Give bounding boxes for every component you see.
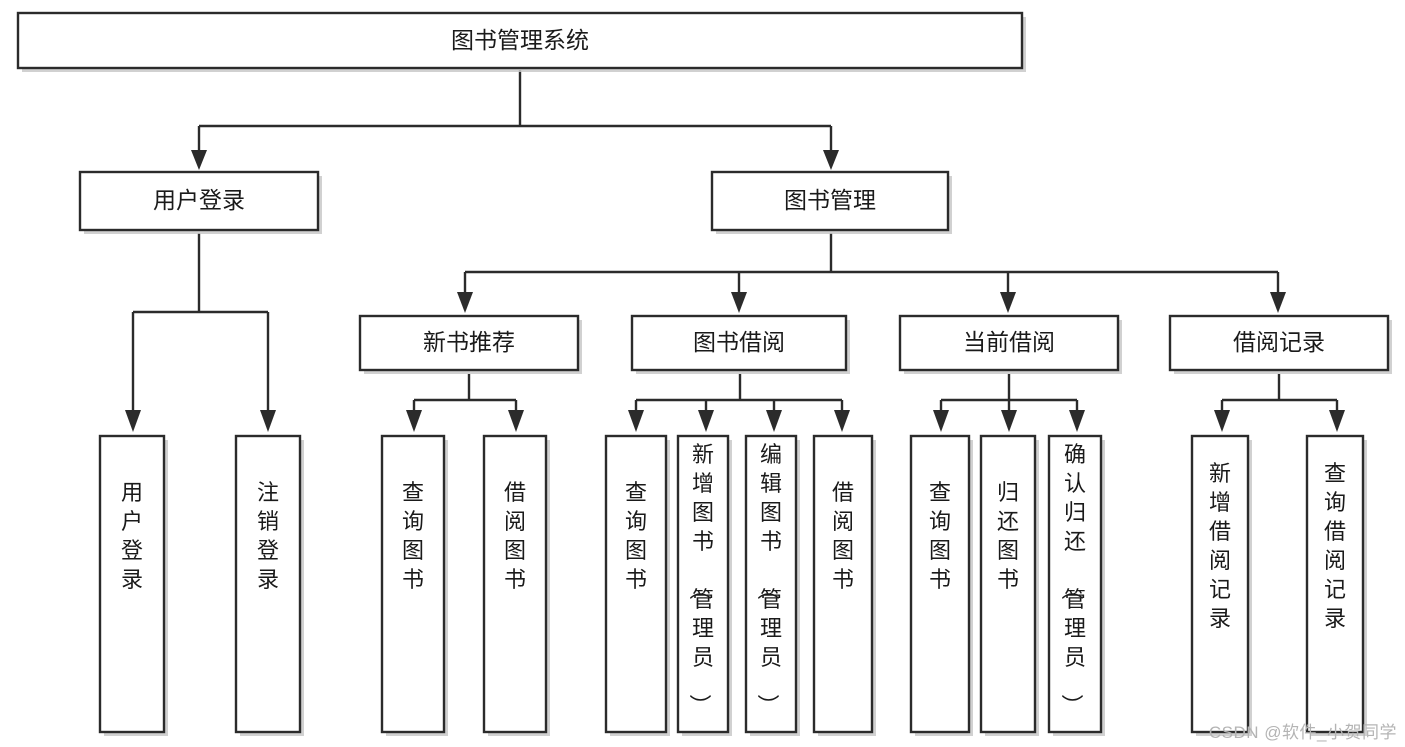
arrow-head-leaf-newbook-2: [508, 410, 524, 432]
arrow-head-currentborrow: [1000, 292, 1016, 313]
leaf-current-borrow-1-label: 查询图书: [929, 480, 951, 592]
leaf-user-login-2[interactable]: 注销登录: [234, 434, 304, 736]
arrow-head-leaf-currentborrow-1: [933, 410, 949, 432]
arrow-head-borrowrecord: [1270, 292, 1286, 313]
leaf-borrow-record-1-box[interactable]: [1190, 434, 1250, 734]
leaf-book-borrow-4[interactable]: 借阅图书: [812, 434, 876, 736]
leaf-book-borrow-2[interactable]: 新增图书（管理员）: [676, 434, 732, 736]
leaf-book-borrow-1[interactable]: 查询图书: [604, 434, 670, 736]
arrow-head-leaf-currentborrow-2: [1001, 410, 1017, 432]
node-borrow-record-box[interactable]: [1168, 314, 1390, 372]
connector-group-borrowrecord: [1214, 374, 1345, 432]
leaf-user-login-1-box[interactable]: [98, 434, 166, 734]
leaf-user-login-1[interactable]: 用户登录: [98, 434, 168, 736]
leaf-user-login-1-label: 用户登录: [121, 480, 143, 592]
node-current-borrow-label: 当前借阅: [963, 329, 1055, 355]
leaf-new-book-2-box[interactable]: [482, 434, 548, 734]
node-book-borrow[interactable]: 图书借阅: [630, 314, 850, 374]
leaf-book-borrow-4-label: 借阅图书: [832, 480, 854, 592]
leaf-book-borrow-2-label: 新增图书（管理员）: [687, 442, 714, 716]
leaf-book-borrow-1-box[interactable]: [604, 434, 668, 734]
leaf-borrow-record-1-label: 新增借阅记录: [1209, 461, 1231, 631]
node-book-management[interactable]: 图书管理: [710, 170, 952, 234]
arrow-head-leaf-bookborrow-2: [698, 410, 714, 432]
leaf-new-book-1-label: 查询图书: [402, 480, 424, 592]
node-borrow-record[interactable]: 借阅记录: [1168, 314, 1392, 374]
leaf-borrow-record-2-label: 查询借阅记录: [1324, 461, 1346, 631]
leaf-new-book-1-box[interactable]: [380, 434, 446, 734]
node-root[interactable]: 图书管理系统: [16, 11, 1026, 72]
arrow-head-leaf-bookborrow-1: [628, 410, 644, 432]
arrow-head-leaf-newbook-1: [406, 410, 422, 432]
leaf-current-borrow-1[interactable]: 查询图书: [909, 434, 973, 736]
leaf-new-book-2-label: 借阅图书: [504, 480, 526, 592]
leaf-borrow-record-2[interactable]: 查询借阅记录: [1305, 434, 1367, 736]
node-current-borrow-box[interactable]: [898, 314, 1120, 372]
leaf-user-login-2-box[interactable]: [234, 434, 302, 734]
leaf-current-borrow-3-label: 确认归还（管理员）: [1059, 442, 1086, 716]
arrow-head-userlogin: [191, 150, 207, 170]
connector-group-currentborrow: [933, 374, 1085, 432]
leaf-current-borrow-2-label: 归还图书: [997, 480, 1019, 592]
arrow-head-leaf-bookborrow-3: [766, 410, 782, 432]
node-root-box[interactable]: [16, 11, 1024, 70]
node-book-borrow-label: 图书借阅: [693, 329, 785, 355]
leaf-user-login-2-label: 注销登录: [257, 480, 279, 592]
node-borrow-record-label: 借阅记录: [1233, 329, 1325, 355]
arrow-head-bookborrow: [731, 292, 747, 313]
arrow-head-leaf-user-login-2: [260, 410, 276, 432]
arrow-head-leaf-bookborrow-4: [834, 410, 850, 432]
node-user-login-box[interactable]: [78, 170, 320, 232]
leaf-book-borrow-3-label: 编辑图书（管理员）: [755, 442, 782, 716]
leaf-current-borrow-2-box[interactable]: [979, 434, 1037, 734]
node-new-book-recommend-box[interactable]: [358, 314, 580, 372]
arrow-head-leaf-borrowrecord-1: [1214, 410, 1230, 432]
leaf-borrow-record-2-box[interactable]: [1305, 434, 1365, 734]
leaf-borrow-record-1[interactable]: 新增借阅记录: [1190, 434, 1252, 736]
leaf-book-borrow-4-box[interactable]: [812, 434, 874, 734]
arrow-head-bookmgmt: [823, 150, 839, 170]
leaf-current-borrow-3[interactable]: 确认归还（管理员）: [1047, 434, 1105, 736]
connector-group-newbook: [406, 374, 524, 432]
leaf-new-book-2[interactable]: 借阅图书: [482, 434, 550, 736]
csdn-watermark: CSDN @软件_小贺同学: [1208, 723, 1397, 742]
arrow-head-leaf-user-login-1: [125, 410, 141, 432]
leaf-current-borrow-2[interactable]: 归还图书: [979, 434, 1039, 736]
connector-group-bookmgmt: [457, 233, 1286, 313]
node-user-login[interactable]: 用户登录: [78, 170, 322, 234]
leaf-book-borrow-2-box[interactable]: [676, 434, 730, 734]
node-new-book-recommend[interactable]: 新书推荐: [358, 314, 582, 374]
leaf-book-borrow-3[interactable]: 编辑图书（管理员）: [744, 434, 800, 736]
arrow-head-newbook: [457, 292, 473, 313]
node-book-management-box[interactable]: [710, 170, 950, 232]
leaf-book-borrow-3-box[interactable]: [744, 434, 798, 734]
arrow-head-leaf-borrowrecord-2: [1329, 410, 1345, 432]
arrow-head-leaf-currentborrow-3: [1069, 410, 1085, 432]
leaf-current-borrow-3-box[interactable]: [1047, 434, 1103, 734]
leaf-book-borrow-1-label: 查询图书: [625, 480, 647, 592]
node-root-label: 图书管理系统: [451, 27, 589, 53]
connector-group-userlogin: [125, 233, 276, 432]
leaf-current-borrow-1-box[interactable]: [909, 434, 971, 734]
node-book-management-label: 图书管理: [784, 187, 876, 213]
connector-group-root: [191, 70, 839, 170]
node-new-book-recommend-label: 新书推荐: [423, 329, 515, 355]
node-current-borrow[interactable]: 当前借阅: [898, 314, 1122, 374]
leaf-new-book-1[interactable]: 查询图书: [380, 434, 448, 736]
node-book-borrow-box[interactable]: [630, 314, 848, 372]
connector-group-bookborrow: [628, 374, 850, 432]
node-user-login-label: 用户登录: [153, 187, 245, 213]
